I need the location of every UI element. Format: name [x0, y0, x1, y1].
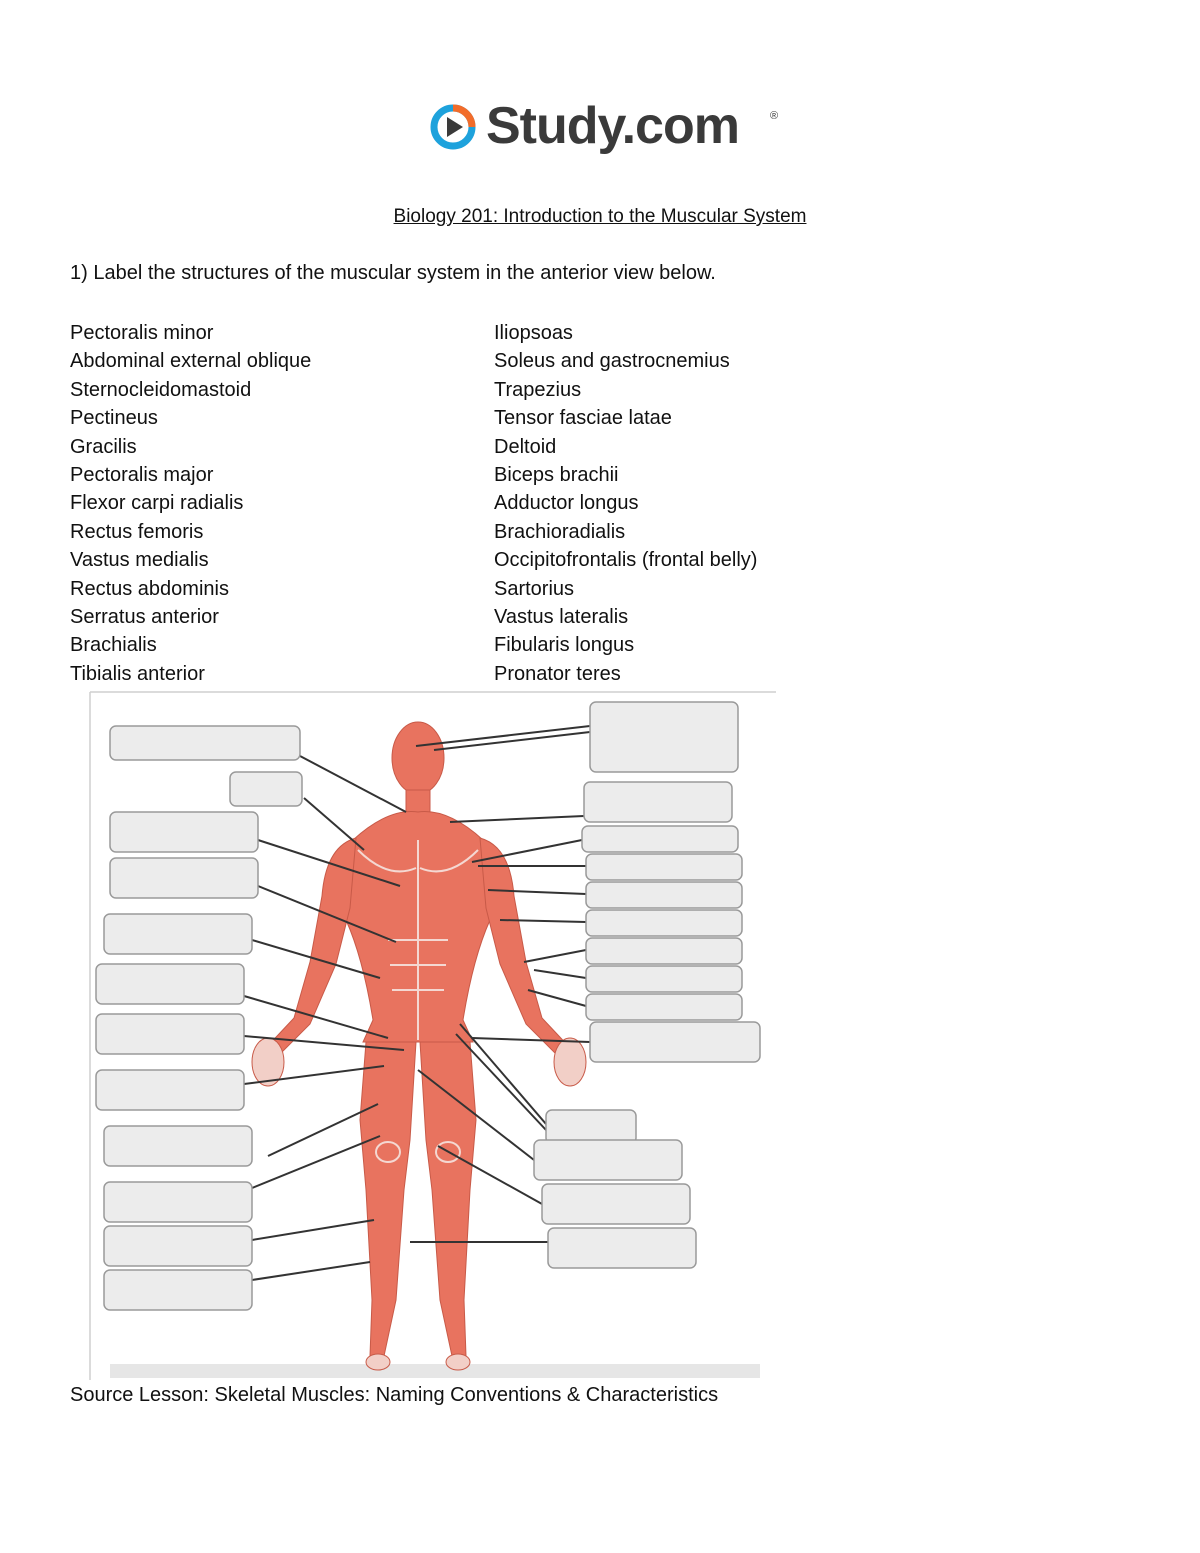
leader-line [257, 839, 401, 887]
word-bank-item: Sternocleidomastoid [70, 378, 252, 401]
registered-mark: ® [770, 110, 779, 122]
label-answer-box[interactable] [229, 771, 303, 807]
muscle-body-figure [251, 721, 587, 1371]
word-bank-item: Abdominal external oblique [70, 350, 312, 373]
label-answer-box[interactable] [109, 857, 259, 899]
leader-line [455, 1033, 547, 1131]
label-answer-box[interactable] [95, 1013, 245, 1055]
label-answer-box[interactable] [581, 825, 739, 853]
word-bank-item: Brachialis [70, 634, 157, 657]
leader-line [527, 989, 587, 1007]
word-bank-item: Pronator teres [494, 662, 621, 685]
left-hand [553, 1037, 587, 1087]
label-answer-box[interactable] [589, 701, 739, 773]
leader-line [251, 1135, 381, 1189]
leader-line [243, 995, 389, 1039]
right-arm [263, 837, 357, 1057]
label-answer-box[interactable] [545, 1109, 637, 1145]
play-circle-icon [430, 104, 476, 150]
page-title: Biology 201: Introduction to the Muscula… [393, 206, 807, 227]
label-answer-box[interactable] [585, 937, 743, 965]
leader-line [243, 1065, 385, 1085]
word-bank-item: Rectus femoris [70, 520, 204, 543]
word-bank-item: Occipitofrontalis (frontal belly) [494, 549, 758, 572]
word-bank-item: Pectoralis major [70, 463, 214, 486]
left-foot [445, 1353, 471, 1371]
word-bank-item: Brachioradialis [494, 520, 626, 543]
word-bank-item: Pectineus [70, 407, 158, 430]
label-answer-box[interactable] [585, 853, 743, 881]
label-answer-box[interactable] [589, 1021, 761, 1063]
word-bank-item: Adductor longus [494, 492, 639, 515]
word-bank-item: Vastus lateralis [494, 605, 629, 628]
right-foot [365, 1353, 391, 1371]
leader-line [449, 815, 585, 823]
leader-line [415, 725, 591, 747]
leader-line [523, 949, 587, 963]
label-answer-box[interactable] [585, 909, 743, 937]
leader-line [459, 1023, 547, 1125]
leader-lines [243, 725, 591, 1281]
label-answer-box[interactable] [533, 1139, 683, 1181]
word-bank-item: Serratus anterior [70, 605, 219, 628]
leader-line [533, 969, 587, 979]
leader-line [471, 839, 583, 863]
label-answer-box[interactable] [95, 963, 245, 1005]
word-bank-item: Fibularis longus [494, 634, 635, 657]
label-answer-box[interactable] [541, 1183, 691, 1225]
word-bank-item: Soleus and gastrocnemius [494, 350, 730, 373]
word-bank-item: Biceps brachii [494, 463, 619, 486]
label-answer-box[interactable] [103, 1181, 253, 1223]
leader-line [437, 1145, 543, 1205]
body-detail-lines [357, 840, 479, 1163]
label-answer-box[interactable] [103, 913, 253, 955]
label-answer-box[interactable] [95, 1069, 245, 1111]
word-bank-item: Deltoid [494, 435, 557, 458]
word-bank-item: Iliopsoas [494, 322, 573, 344]
leader-line [257, 885, 397, 943]
leader-line [243, 1035, 405, 1051]
leader-line [251, 1261, 371, 1281]
label-answer-box[interactable] [585, 965, 743, 993]
neck [405, 789, 431, 813]
word-bank-item: Rectus abdominis [70, 577, 229, 600]
label-answer-box[interactable] [103, 1225, 253, 1267]
word-bank-item: Gracilis [70, 435, 137, 458]
label-answer-box[interactable] [109, 811, 259, 853]
word-bank-item: Tibialis anterior [70, 662, 205, 685]
leader-line [471, 1037, 591, 1043]
head [391, 721, 445, 795]
label-answer-box[interactable] [583, 781, 733, 823]
instruction-text: 1) Label the structures of the muscular … [70, 262, 716, 284]
word-bank-item: Vastus medialis [70, 549, 209, 572]
label-answer-box[interactable] [585, 993, 743, 1021]
anterior-muscle-figure [88, 690, 778, 1380]
leader-line [251, 939, 381, 979]
leader-line [499, 919, 587, 923]
leader-line [303, 797, 365, 851]
word-bank-item: Flexor carpi radialis [70, 492, 244, 515]
muscle-diagram [88, 690, 778, 1380]
word-bank-item: Sartorius [494, 577, 575, 600]
label-answer-box[interactable] [585, 881, 743, 909]
word-bank-item: Trapezius [494, 378, 582, 401]
logo-wordmark: Study.com [486, 97, 740, 155]
figure-scroll-strip [110, 1364, 760, 1378]
leader-line [251, 1219, 375, 1241]
word-bank-item: Tensor fasciae latae [494, 407, 672, 430]
leader-line [417, 1069, 535, 1161]
leader-line [487, 889, 587, 895]
leader-line [267, 1103, 379, 1157]
label-answer-box[interactable] [103, 1269, 253, 1311]
source-lesson: Source Lesson: Skeletal Muscles: Naming … [70, 1384, 719, 1406]
label-answer-box[interactable] [103, 1125, 253, 1167]
label-answer-box[interactable] [109, 725, 301, 761]
label-boxes [95, 701, 761, 1311]
leader-line [433, 731, 591, 751]
word-bank-item: Pectoralis minor [70, 322, 214, 344]
leader-line [299, 755, 407, 813]
label-answer-box[interactable] [547, 1227, 697, 1269]
